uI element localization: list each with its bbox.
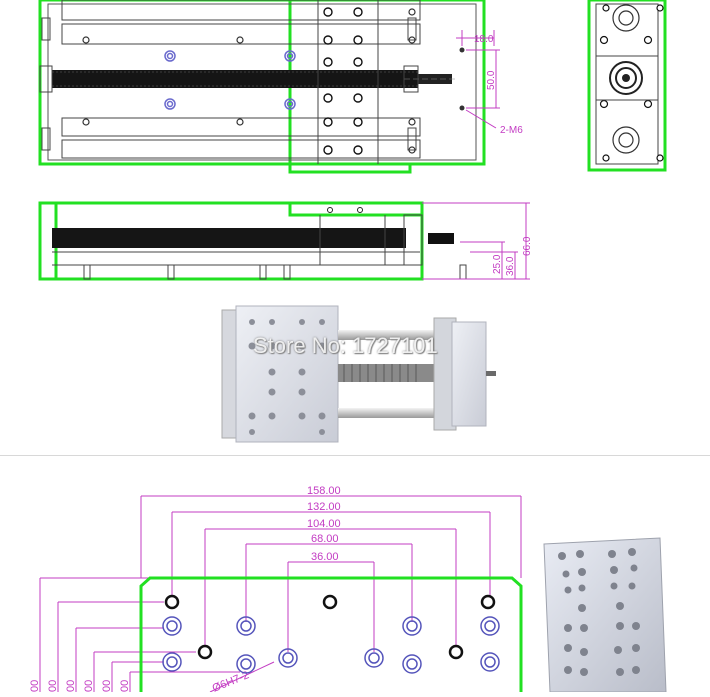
dim-158: 158.00: [307, 485, 341, 497]
top-view: 18.0 50.0 2-M6: [38, 0, 523, 174]
upper-rail: [61, 0, 421, 21]
product-photo: [221, 305, 496, 443]
dim-b-label: 36.0: [505, 256, 516, 276]
rail-holes: [82, 8, 416, 154]
top-view-dims: [456, 30, 500, 129]
left-dim-0: 00: [29, 680, 41, 692]
side-view-dims: [422, 202, 530, 280]
plate-outline: [139, 576, 523, 692]
plate-threaded-holes: [164, 594, 496, 660]
lower-rail-2: [61, 139, 421, 159]
plate-dim-lines: [39, 495, 522, 693]
side-carriage-outline: [288, 201, 424, 217]
plate-photo: [543, 537, 667, 693]
end-view: [587, 0, 667, 172]
left-dim-3: 00: [83, 680, 95, 692]
panel-divider: [0, 455, 710, 456]
photo-end-plate-right: [451, 321, 487, 427]
left-dim-2: 00: [65, 680, 77, 692]
flange-hole-top: [459, 47, 465, 53]
top-drawing: 18.0 50.0 2-M6: [38, 0, 667, 443]
flange-hole-bottom: [459, 105, 465, 111]
ballscrew: [52, 70, 418, 88]
mounting-holes: [164, 50, 296, 110]
dim-width-label: 18.0: [474, 34, 494, 45]
plate-drawing: 158.00 132.00 104.00 68.00 36.00 00 00 0…: [29, 485, 667, 695]
end-view-outline: [587, 0, 667, 172]
plate-counterbore-holes: [162, 616, 500, 674]
end-block-left: [39, 65, 53, 93]
side-ballscrew: [52, 228, 406, 248]
end-view-bores: [612, 4, 640, 154]
dim-a-label: 25.0: [492, 254, 503, 274]
plate-photo-body: [543, 537, 667, 693]
dim-68: 68.00: [311, 533, 339, 545]
carriage-screws: [323, 7, 363, 155]
top-panel: 18.0 50.0 2-M6: [38, 0, 667, 443]
photo-rod-top: [338, 330, 438, 340]
upper-rail-2: [61, 23, 421, 45]
left-dim-1: 00: [47, 680, 59, 692]
dim-104: 104.00: [307, 518, 341, 530]
bottom-panel: 158.00 132.00 104.00 68.00 36.00 00 00 0…: [0, 456, 710, 695]
left-dim-5: 00: [119, 680, 131, 692]
dim-height-label: 50.0: [486, 70, 497, 90]
photo-watermark: Store No: 1727101: [253, 333, 438, 358]
photo-screw: [338, 364, 438, 382]
lower-rail: [61, 117, 421, 137]
dim-c-label: 66.0: [522, 236, 533, 256]
plate-photo-holes: [558, 548, 640, 676]
side-motor-shaft: [428, 233, 454, 244]
end-view-screws: [599, 4, 664, 162]
bearing-inner: [615, 67, 637, 89]
photo-carriage-plate: [235, 305, 339, 443]
left-dim-4: 00: [101, 680, 113, 692]
dim-132: 132.00: [307, 501, 341, 513]
side-feet: [83, 264, 467, 280]
side-view: 25.0 36.0 66.0: [38, 201, 533, 281]
dim-36: 36.00: [311, 551, 339, 563]
end-block-right: [403, 65, 419, 93]
thread-callout: 2-M6: [500, 125, 523, 136]
photo-rod-bottom: [338, 408, 438, 418]
photo-shaft: [486, 371, 496, 376]
photo-plate-holes: [248, 319, 326, 435]
bearing-housing: [609, 61, 643, 95]
frame-inner: [47, 3, 477, 161]
